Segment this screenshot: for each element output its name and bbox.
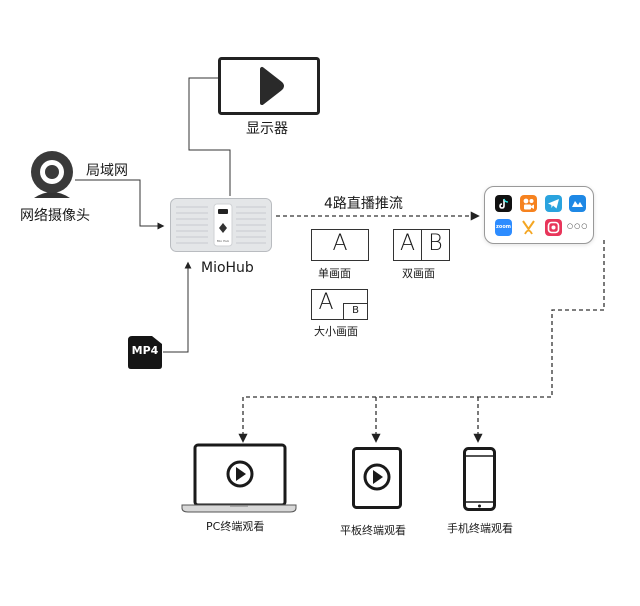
phone-label: 手机终端观看: [447, 522, 513, 535]
layout-pip-label: 大小画面: [314, 325, 358, 338]
miohub-device-text: Mio Hub: [216, 239, 230, 243]
zoom-icon: zoom: [495, 219, 512, 236]
webcam-label: 网络摄像头: [20, 208, 90, 224]
tiktok-icon: [495, 195, 512, 212]
zoom-icon-text: zoom: [496, 224, 511, 230]
mp4-connector-arrow: [163, 261, 192, 353]
monitor-node: [218, 57, 320, 115]
kuaishou-icon: [520, 195, 537, 212]
monitor-icon: [218, 57, 320, 115]
miohub-device-icon: [170, 198, 272, 252]
pc-endpoint: [180, 443, 298, 515]
tablet-endpoint: [352, 447, 402, 509]
lan-label: 局域网: [86, 163, 128, 179]
yy-icon: [520, 219, 537, 236]
webcam-icon: [31, 151, 73, 198]
more-icon: ○○○: [567, 222, 589, 230]
monitor-connector-line: [188, 77, 231, 196]
layout-dual: A B: [393, 229, 450, 261]
layout-pip-small-window: B: [343, 303, 367, 319]
layout-single: A: [311, 229, 369, 261]
monitor-label: 显示器: [246, 121, 288, 137]
layout-dual-letter-b: B: [428, 231, 443, 256]
miohub-label: MioHub: [201, 260, 254, 276]
pc-label: PC终端观看: [206, 520, 265, 533]
layout-dual-label: 双画面: [402, 267, 435, 280]
bilibili-icon: [569, 195, 586, 212]
layout-single-label: 单画面: [318, 267, 351, 280]
layout-pip-letter-b: B: [352, 305, 359, 316]
phone-endpoint: [463, 447, 496, 511]
tablet-icon: [352, 447, 402, 509]
layout-pip: A B: [311, 289, 368, 320]
stream-label: 4路直播推流: [324, 196, 403, 212]
layout-single-letter: A: [332, 231, 348, 256]
laptop-icon: [181, 443, 297, 513]
webcam-node: [28, 150, 76, 202]
streaming-apps-panel: zoom ○○○: [484, 186, 594, 244]
telegram-icon: [545, 195, 562, 212]
distribution-dashed-line: [243, 240, 605, 398]
layout-dual-divider: [421, 230, 422, 260]
layout-pip-letter-a: A: [318, 290, 334, 315]
layout-dual-letter-a: A: [399, 231, 416, 256]
mp4-file-icon: [128, 336, 162, 369]
phone-icon: [463, 447, 496, 511]
lan-connector-arrow: [75, 179, 165, 230]
mp4-label: MP4: [131, 344, 159, 357]
miohub-device: Mio Hub: [170, 198, 272, 252]
live-app-icon: [545, 219, 562, 236]
mp4-file-node: MP4: [126, 334, 164, 370]
tablet-label: 平板终端观看: [340, 524, 406, 537]
